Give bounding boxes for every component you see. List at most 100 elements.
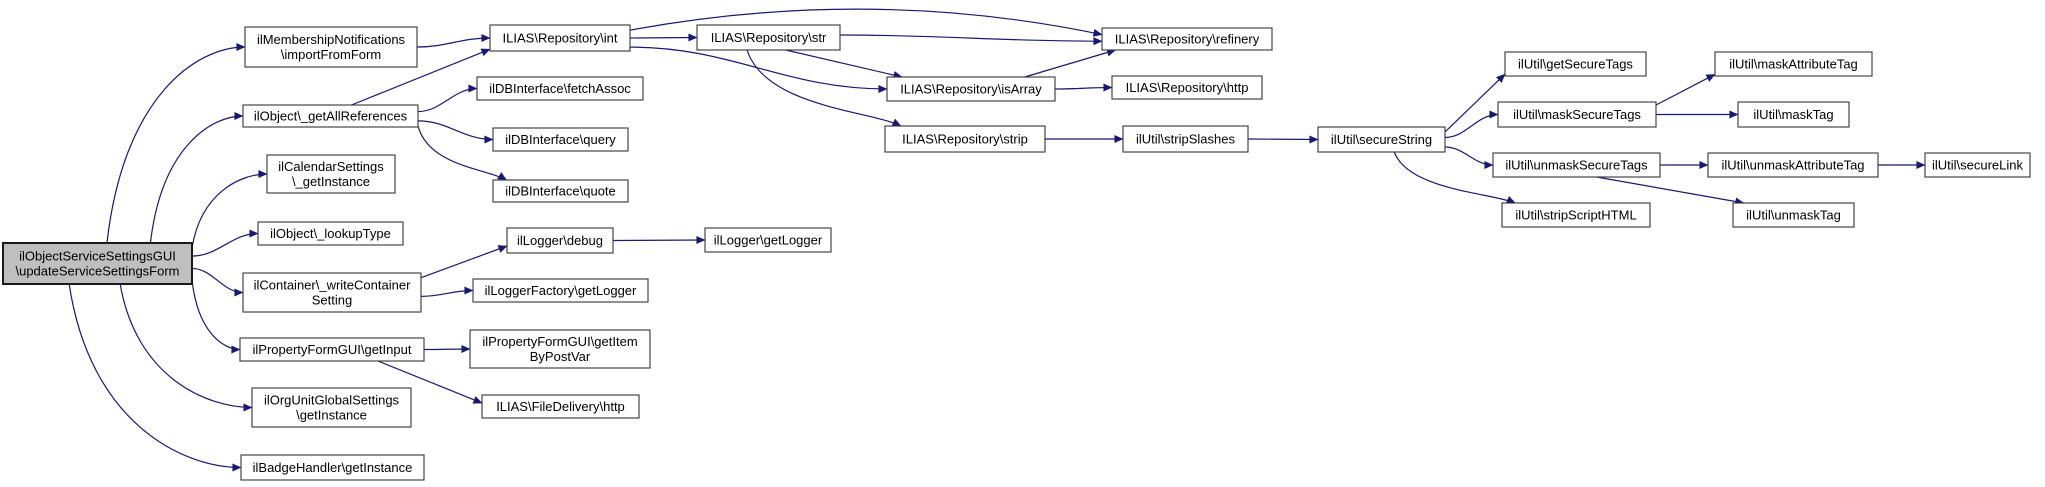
call-edge-secureString-to-stripScriptHTML	[1393, 151, 1516, 204]
node-stripScriptHTML[interactable]	[1501, 202, 1651, 228]
call-edge-secureString-to-unmaskSecureTags	[1444, 146, 1494, 170]
call-edge-repoInt-to-refinery	[629, 8, 1103, 37]
node-stripSlashes[interactable]	[1122, 125, 1249, 153]
call-edge-getAllReferences-to-query	[417, 120, 494, 144]
node-unmaskAttributeTag[interactable]	[1707, 152, 1879, 178]
call-edge-repoStr-to-strip	[746, 49, 902, 127]
node-label-unmaskSecureTags: ilUtil\unmaskSecureTags	[1505, 158, 1648, 173]
node-maskAttributeTag[interactable]	[1714, 51, 1873, 77]
node-unmaskTag[interactable]	[1732, 202, 1855, 228]
node-label-unmaskAttributeTag: ilUtil\unmaskAttributeTag	[1721, 158, 1864, 173]
node-label-repoHttp: ILIAS\Repository\http	[1126, 80, 1249, 95]
call-edge-root-to-lookupType	[191, 229, 259, 257]
call-edge-writeContainerSetting-to-loggerFactoryGetLogger	[420, 286, 474, 297]
node-maskTag[interactable]	[1737, 101, 1850, 128]
node-maskSecureTags[interactable]	[1497, 101, 1657, 128]
node-label-stripScriptHTML: ilUtil\stripScriptHTML	[1515, 208, 1636, 223]
node-label-quote: ilDBInterface\quote	[505, 184, 616, 199]
node-label-fileDeliveryHttp: ILIAS\FileDelivery\http	[496, 399, 625, 414]
node-label-maskAttributeTag: ilUtil\maskAttributeTag	[1729, 57, 1858, 72]
node-label-lookupType: ilObject\_lookupType	[270, 226, 391, 241]
node-label-badgeGetInstance: ilBadgeHandler\getInstance	[253, 460, 413, 475]
node-getSecureTags[interactable]	[1504, 51, 1647, 77]
call-edge-root-to-writeContainerSetting	[191, 267, 244, 297]
call-edge-getAllReferences-to-quote	[417, 125, 507, 181]
node-label-query: ilDBInterface\query	[505, 132, 616, 147]
node-label-loggerDebug: ilLogger\debug	[517, 233, 603, 248]
node-label-maskTag: ilUtil\maskTag	[1753, 107, 1833, 122]
node-label-secureLink: ilUtil\secureLink	[1932, 158, 2024, 173]
node-label-loggerGetLogger: ilLogger\getLogger	[714, 233, 823, 248]
node-label-loggerFactoryGetLogger: ilLoggerFactory\getLogger	[485, 283, 637, 298]
node-loggerGetLogger[interactable]	[704, 227, 832, 253]
node-label-strip: ILIAS\Repository\strip	[902, 132, 1028, 147]
node-label-importFromForm: ilMembershipNotifications\importFromForm	[257, 32, 406, 62]
node-repoStr[interactable]	[696, 24, 841, 51]
node-label-stripSlashes: ilUtil\stripSlashes	[1136, 132, 1235, 147]
node-label-calendarGetInstance: ilCalendarSettings\_getInstance	[278, 159, 384, 189]
node-badgeGetInstance[interactable]	[240, 454, 425, 481]
call-edge-getInput-to-getItemByPostVar	[423, 344, 471, 354]
node-query[interactable]	[492, 127, 629, 152]
node-label-root: ilObjectServiceSettingsGUI\updateService…	[15, 249, 179, 279]
call-edge-root-to-importFromForm	[106, 42, 246, 244]
call-edge-repoStr-to-refinery	[839, 34, 1103, 46]
node-secureLink[interactable]	[1924, 152, 2031, 178]
call-edge-root-to-calendarGetInstance	[191, 169, 268, 249]
call-edge-maskSecureTags-to-maskAttributeTag	[1655, 73, 1716, 106]
node-refinery[interactable]	[1101, 27, 1273, 51]
node-calendarGetInstance[interactable]	[266, 154, 396, 194]
node-writeContainerSetting[interactable]	[242, 272, 422, 313]
node-secureString[interactable]	[1317, 126, 1446, 153]
node-label-repoStr: ILIAS\Repository\str	[711, 30, 827, 45]
node-label-getAllReferences: ilObject\_getAllReferences	[254, 109, 408, 124]
node-getAllReferences[interactable]	[242, 104, 419, 128]
node-loggerDebug[interactable]	[506, 227, 614, 254]
call-edge-importFromForm-to-repoInt	[416, 33, 491, 48]
call-edge-repoStr-to-isArray	[785, 49, 903, 80]
call-edge-root-to-getAllReferences	[149, 111, 244, 244]
node-label-isArray: ILIAS\Repository\isArray	[900, 82, 1042, 97]
node-label-fetchAssoc: ilDBInterface\fetchAssoc	[489, 81, 631, 96]
node-repoHttp[interactable]	[1111, 75, 1263, 100]
call-edge-stripSlashes-to-secureString	[1247, 135, 1319, 144]
node-getInput[interactable]	[239, 337, 425, 362]
call-edge-repoInt-to-repoStr	[629, 33, 698, 42]
node-orgUnitGetInstance[interactable]	[251, 387, 412, 428]
call-edge-isArray-to-refinery	[1024, 48, 1117, 78]
call-edge-isArray-to-repoHttp	[1054, 83, 1113, 92]
node-quote[interactable]	[492, 179, 629, 203]
node-loggerFactoryGetLogger[interactable]	[472, 278, 649, 303]
call-edge-secureString-to-maskSecureTags	[1444, 110, 1499, 139]
call-edge-getAllReferences-to-fetchAssoc	[417, 84, 478, 113]
node-repoInt[interactable]	[489, 24, 631, 52]
node-label-orgUnitGetInstance: ilOrgUnitGlobalSettings\getInstance	[264, 393, 400, 423]
node-isArray[interactable]	[886, 76, 1056, 102]
node-fileDeliveryHttp[interactable]	[481, 394, 640, 419]
node-label-unmaskTag: ilUtil\unmaskTag	[1746, 208, 1841, 223]
call-edge-loggerDebug-to-loggerGetLogger	[612, 235, 706, 245]
node-label-refinery: ILIAS\Repository\refinery	[1115, 32, 1260, 47]
call-edge-repoInt-to-isArray	[629, 46, 888, 94]
node-strip[interactable]	[884, 125, 1046, 153]
node-label-maskSecureTags: ilUtil\maskSecureTags	[1513, 107, 1641, 122]
call-edge-getAllReferences-to-repoInt	[351, 48, 491, 106]
node-label-secureString: ilUtil\secureString	[1331, 132, 1432, 147]
call-edge-getInput-to-fileDeliveryHttp	[377, 360, 483, 404]
call-edge-root-to-badgeGetInstance	[68, 283, 242, 472]
node-getItemByPostVar[interactable]	[469, 329, 651, 369]
call-edge-secureString-to-getSecureTags	[1444, 73, 1506, 133]
node-lookupType[interactable]	[257, 221, 404, 246]
node-label-repoInt: ILIAS\Repository\int	[503, 31, 618, 46]
node-unmaskSecureTags[interactable]	[1492, 152, 1661, 178]
node-label-getInput: ilPropertyFormGUI\getInput	[253, 342, 412, 357]
node-importFromForm[interactable]	[244, 26, 418, 68]
node-root[interactable]	[2, 242, 193, 285]
node-fetchAssoc[interactable]	[476, 76, 644, 101]
call-edge-root-to-getInput	[191, 279, 241, 354]
node-label-getSecureTags: ilUtil\getSecureTags	[1518, 57, 1633, 72]
call-edge-writeContainerSetting-to-loggerDebug	[420, 245, 508, 279]
